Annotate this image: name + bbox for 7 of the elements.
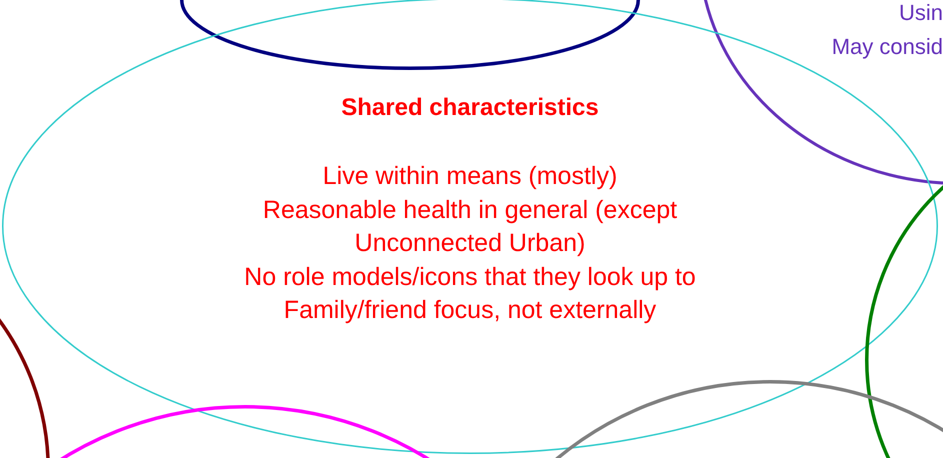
characteristic-text: No role models/icons that they look up to <box>243 262 697 293</box>
characteristic-text: Family/friend focus, not externally <box>282 295 658 326</box>
circle-text: May consid <box>832 34 943 60</box>
heading: Shared characteristics <box>340 93 600 123</box>
characteristic-text: Reasonable health in general (except Unconnected Urban) <box>262 195 678 258</box>
circle-text: Usin <box>898 0 943 26</box>
characteristic-text: Live within means (mostly) <box>322 161 618 192</box>
